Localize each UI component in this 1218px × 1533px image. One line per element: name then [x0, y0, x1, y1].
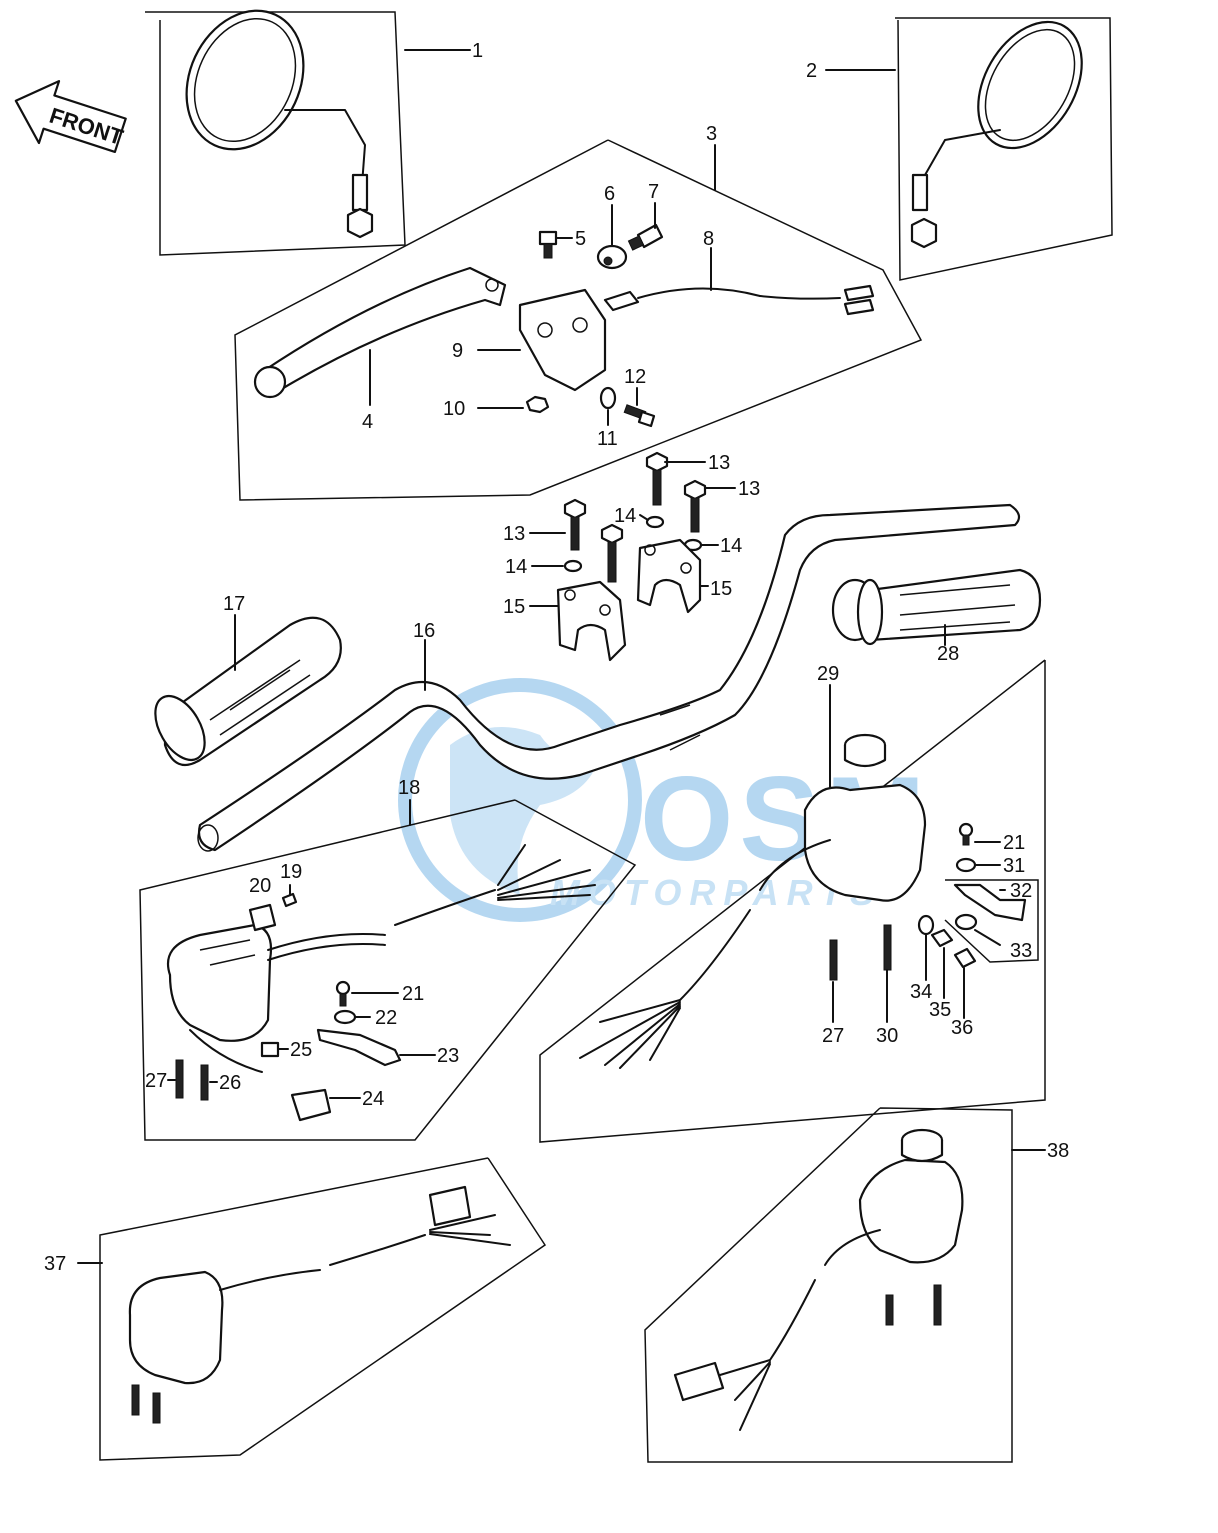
- clutch-switch-wire: [603, 284, 875, 316]
- bracket-24: [290, 1088, 332, 1122]
- bolt-5: [538, 230, 558, 259]
- callout-5: 5: [575, 228, 586, 250]
- bolt-13a: [645, 451, 669, 506]
- callout-27a: 27: [145, 1070, 167, 1092]
- switch-37-frame: [99, 1157, 547, 1461]
- callout-14a: 14: [614, 505, 636, 527]
- callout-10: 10: [443, 398, 465, 420]
- mirror-left: [145, 9, 406, 256]
- clamp-15-left: [556, 580, 627, 662]
- clamp-20: [248, 903, 277, 932]
- watermark-globe-icon: [398, 678, 642, 922]
- callout-35: 36: [951, 1017, 973, 1039]
- callout-12: 12: [624, 366, 646, 388]
- left-switch-frame: [139, 799, 637, 1141]
- part-35: [953, 947, 977, 969]
- handlebar: [197, 503, 1021, 852]
- front-arrow-icon: FRONT: [14, 80, 127, 154]
- callout-33: 34: [910, 981, 932, 1003]
- callout-11: 11: [597, 428, 618, 450]
- callout-18: 18: [398, 777, 420, 799]
- lever-31-frame: [944, 879, 1039, 963]
- bolt-13d: [600, 523, 624, 583]
- grip-left: [154, 616, 342, 767]
- callout-13c: 13: [503, 523, 525, 545]
- callout-21b: 21: [1003, 832, 1025, 854]
- callout-7: 7: [648, 181, 659, 203]
- callout-31: 32: [1010, 880, 1032, 902]
- callout-13b: 13: [738, 478, 760, 500]
- callout-14c: 14: [505, 556, 527, 578]
- callout-14b: 14: [720, 535, 742, 557]
- callout-27b: 27: [822, 1025, 844, 1047]
- callout-20: 20: [249, 875, 271, 897]
- callout-22: 22: [375, 1007, 397, 1029]
- callout-32: 33: [1010, 940, 1032, 962]
- callout-26: 26: [219, 1072, 241, 1094]
- mirror-right: [895, 17, 1113, 281]
- callout-17: 17: [223, 593, 245, 615]
- block-25: [260, 1041, 280, 1058]
- switch-37-housing: [128, 1185, 511, 1424]
- clamp-15-right: [636, 538, 702, 614]
- lever-31: [953, 883, 1027, 922]
- screw-36: [883, 924, 892, 971]
- callout-34: 35: [929, 999, 951, 1021]
- part-34: [930, 928, 954, 948]
- callout-25: 25: [290, 1039, 312, 1061]
- adjuster-bolt: [627, 223, 664, 251]
- screw-27-left: [175, 1059, 184, 1099]
- callout-15b: 15: [503, 596, 525, 618]
- switch-38-housing: [673, 1128, 964, 1431]
- callout-36: 30: [876, 1025, 898, 1047]
- callout-8: 8: [703, 228, 714, 250]
- right-switch-frame: [539, 659, 1046, 1143]
- part-33: [917, 914, 935, 936]
- washer-30: [955, 857, 977, 873]
- callout-30: 31: [1003, 855, 1025, 877]
- screw-21-right: [958, 822, 974, 846]
- callout-2: 2: [806, 60, 817, 82]
- washer-14c: [563, 559, 583, 573]
- callout-3: 3: [706, 123, 717, 145]
- callout-23: 23: [437, 1045, 459, 1067]
- callout-13a: 13: [708, 452, 730, 474]
- callout-15a: 15: [710, 578, 732, 600]
- washer-14a: [645, 515, 665, 529]
- washer-11: [599, 386, 617, 410]
- washer-22: [333, 1009, 357, 1025]
- callout-4: 4: [362, 411, 373, 433]
- callout-1: 1: [472, 40, 483, 62]
- callout-37: 37: [44, 1253, 66, 1275]
- screw-27-right: [829, 939, 838, 981]
- screw-26: [200, 1064, 209, 1101]
- washer-32: [954, 913, 978, 931]
- bolt-13c: [563, 498, 587, 551]
- left-switch-housing: [166, 844, 596, 1073]
- callout-6: 6: [604, 183, 615, 205]
- lever-23: [316, 1028, 402, 1067]
- callout-38: 38: [1047, 1140, 1069, 1162]
- bolt-12: [623, 404, 656, 428]
- callout-9: 9: [452, 340, 463, 362]
- grip-right: [831, 568, 1042, 646]
- callout-16: 16: [413, 620, 435, 642]
- clutch-lever: [253, 266, 507, 399]
- callout-19: 19: [280, 861, 302, 883]
- nut-10: [525, 395, 550, 414]
- screw-21-left: [335, 980, 351, 1007]
- switch-38-frame: [644, 1107, 1013, 1463]
- lever-assembly-frame: [234, 139, 923, 501]
- right-switch-housing: [579, 733, 927, 1069]
- callout-21a: 21: [402, 983, 424, 1005]
- callout-24: 24: [362, 1088, 384, 1110]
- callout-29: 29: [817, 663, 839, 685]
- lever-bracket: [518, 288, 607, 392]
- callout-28: 28: [937, 643, 959, 665]
- bolt-13b: [683, 479, 707, 533]
- adjuster-wheel: [596, 244, 628, 270]
